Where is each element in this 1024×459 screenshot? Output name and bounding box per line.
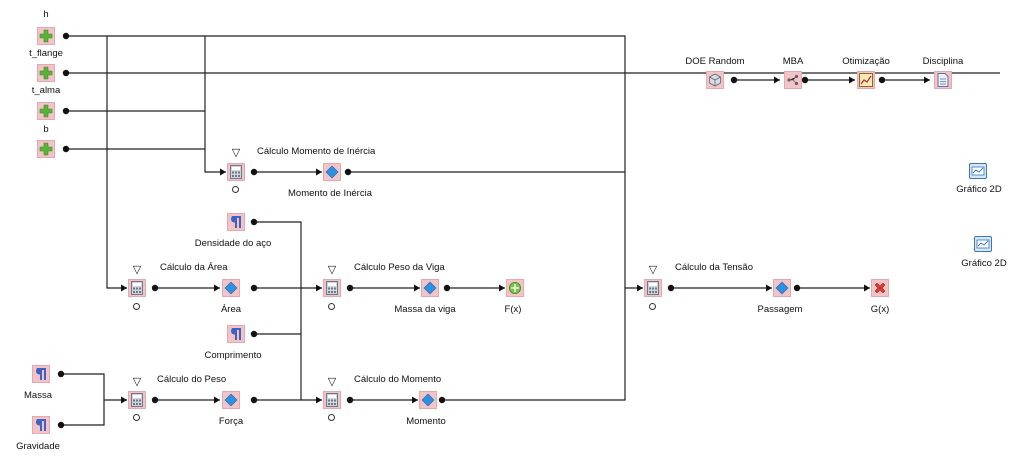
diamond-icon — [325, 165, 339, 179]
input-node-b[interactable] — [37, 140, 55, 158]
plus-icon — [39, 29, 53, 43]
chart-node-1[interactable] — [969, 162, 987, 180]
calc-node-tensao[interactable] — [644, 279, 662, 297]
status-circle — [232, 186, 239, 193]
constant-node-densidade[interactable] — [227, 213, 245, 231]
chart-2d-icon — [969, 163, 987, 179]
calc-node-area[interactable] — [128, 279, 146, 297]
constant-node-comprimento[interactable] — [227, 325, 245, 343]
input-label-b: b — [43, 124, 49, 135]
calc-label-tensao: Cálculo da Tensão — [675, 262, 753, 273]
status-circle — [133, 303, 140, 310]
output-node-area[interactable] — [222, 279, 240, 297]
workflow-node-mba[interactable] — [784, 71, 802, 89]
output-label-passagem: Passagem — [757, 304, 803, 315]
workflow-node-disciplina[interactable] — [934, 71, 952, 89]
constant-label-comprimento: Comprimento — [204, 350, 262, 361]
chart-label-2: Gráfico 2D — [961, 258, 1007, 269]
target-icon — [509, 282, 521, 294]
calc-label-inercia: Cálculo Momento de Inércia — [257, 146, 376, 157]
parameter-icon — [36, 419, 46, 431]
calc-node-peso[interactable] — [128, 391, 146, 409]
input-label-h: h — [43, 9, 49, 20]
output-label-area: Área — [220, 304, 242, 315]
cube-icon — [709, 73, 721, 87]
calc-node-peso-viga[interactable] — [323, 279, 341, 297]
calc-node-momento[interactable] — [323, 391, 341, 409]
diamond-icon — [423, 281, 437, 295]
output-label-momento: Momento — [406, 416, 446, 427]
workflow-label-mba: MBA — [782, 56, 804, 67]
input-node-t-flange[interactable] — [37, 64, 55, 82]
calculator-icon — [131, 281, 143, 295]
output-node-forca[interactable] — [222, 391, 240, 409]
document-icon — [937, 73, 949, 87]
constant-label-densidade: Densidade do aço — [194, 238, 272, 249]
calc-label-area: Cálculo da Área — [160, 262, 228, 273]
output-node-momento[interactable] — [419, 391, 437, 409]
expand-triangle-icon[interactable]: ▽ — [132, 264, 142, 276]
input-node-h[interactable] — [37, 27, 55, 45]
calc-label-peso-viga: Cálculo Peso da Viga — [354, 262, 445, 273]
calculator-icon — [647, 281, 659, 295]
output-label-momento-inercia: Momento de Inércia — [288, 188, 372, 199]
status-circle — [328, 414, 335, 421]
chart-2d-icon — [974, 236, 992, 252]
output-node-passagem[interactable] — [773, 279, 791, 297]
status-circle — [133, 414, 140, 421]
constraint-node-gx[interactable] — [871, 279, 889, 297]
objective-label-fx: F(x) — [504, 304, 522, 315]
output-label-forca: Força — [218, 416, 244, 427]
calc-node-inercia[interactable] — [227, 163, 245, 181]
workflow-label-disciplina: Disciplina — [922, 56, 964, 67]
red-x-icon — [874, 282, 886, 294]
workflow-node-doe[interactable] — [706, 71, 724, 89]
constraint-label-gx: G(x) — [870, 304, 890, 315]
calculator-icon — [230, 165, 242, 179]
workflow-label-doe: DOE Random — [685, 56, 745, 67]
expand-triangle-icon[interactable]: ▽ — [648, 264, 658, 276]
expand-triangle-icon[interactable]: ▽ — [327, 264, 337, 276]
calc-label-momento: Cálculo do Momento — [354, 374, 442, 385]
parameter-icon — [36, 368, 46, 380]
diamond-icon — [421, 393, 435, 407]
calculator-icon — [326, 393, 338, 407]
constant-label-massa: Massa — [24, 390, 52, 401]
expand-triangle-icon[interactable]: ▽ — [327, 376, 337, 388]
diamond-icon — [224, 281, 238, 295]
expand-triangle-icon[interactable]: ▽ — [231, 147, 241, 159]
status-circle — [328, 303, 335, 310]
output-node-momento-inercia[interactable] — [323, 163, 341, 181]
constant-node-massa[interactable] — [32, 365, 50, 383]
calculator-icon — [131, 393, 143, 407]
diamond-icon — [224, 393, 238, 407]
output-node-massa-viga[interactable] — [421, 279, 439, 297]
constant-node-gravidade[interactable] — [32, 416, 50, 434]
input-label-t-alma: t_alma — [31, 85, 61, 96]
calc-label-peso: Cálculo do Peso — [157, 374, 227, 385]
calculator-icon — [326, 281, 338, 295]
output-label-massa-viga: Massa da viga — [394, 304, 456, 315]
optimization-chart-icon — [859, 73, 873, 87]
input-label-t-flange: t_flange — [29, 48, 63, 59]
diamond-icon — [775, 281, 789, 295]
parameter-icon — [231, 328, 241, 340]
plus-icon — [39, 104, 53, 118]
expand-triangle-icon[interactable]: ▽ — [132, 376, 142, 388]
input-node-t-alma[interactable] — [37, 102, 55, 120]
workflow-node-otimizacao[interactable] — [857, 71, 875, 89]
plus-icon — [39, 142, 53, 156]
network-icon — [787, 74, 799, 86]
status-circle — [649, 303, 656, 310]
chart-label-1: Gráfico 2D — [956, 184, 1002, 195]
objective-node-fx[interactable] — [506, 279, 524, 297]
parameter-icon — [231, 216, 241, 228]
plus-icon — [39, 66, 53, 80]
chart-node-2[interactable] — [974, 235, 992, 253]
workflow-label-otimizacao: Otimização — [842, 56, 890, 67]
constant-label-gravidade: Gravidade — [16, 441, 60, 452]
